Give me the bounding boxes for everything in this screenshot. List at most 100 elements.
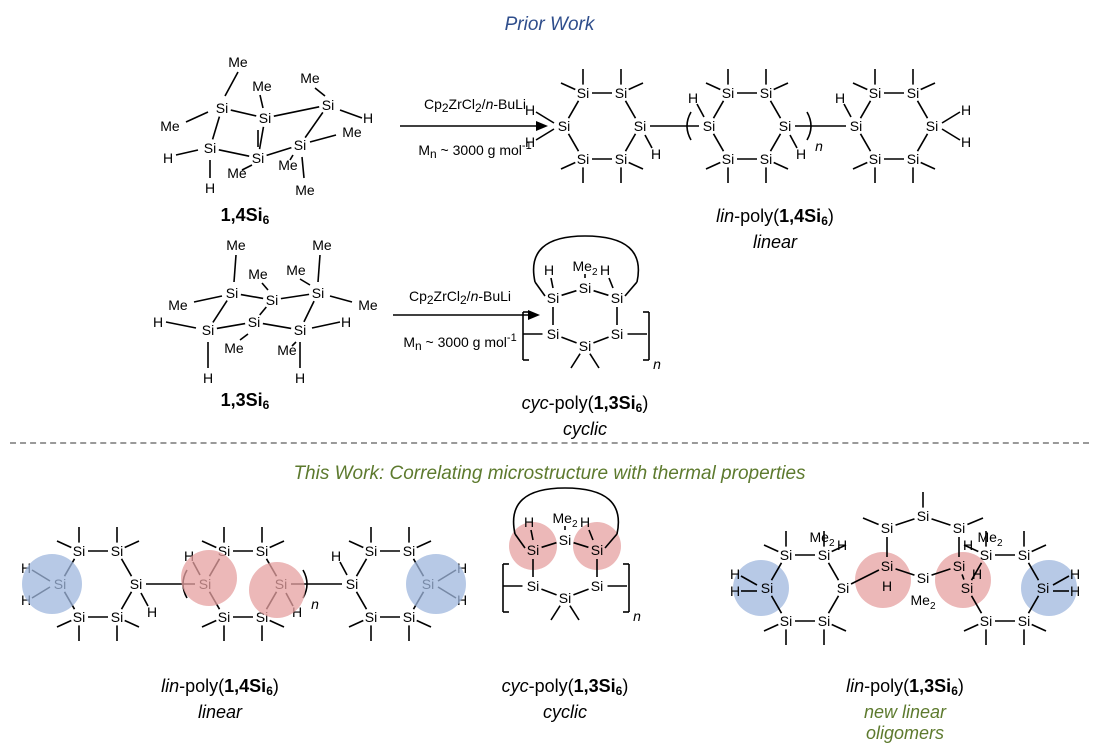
- si-atom: Si: [953, 558, 965, 574]
- methyl-stub: [124, 619, 140, 628]
- si-atom: Si: [248, 314, 260, 330]
- bond: [608, 277, 614, 289]
- si-si-bond: [931, 568, 951, 576]
- section-divider: [10, 442, 1089, 444]
- si-atom: Si: [722, 85, 734, 101]
- bond: [941, 128, 961, 141]
- si-si-bond: [827, 595, 840, 614]
- si-si-bond: [120, 558, 133, 577]
- si-atom: Si: [634, 118, 646, 134]
- methyl-stub: [628, 82, 644, 91]
- si-si-bond: [593, 336, 609, 344]
- bond: [740, 575, 758, 586]
- bracket-right: [806, 111, 812, 141]
- bond: [1052, 575, 1070, 586]
- si-si-bond: [567, 133, 580, 152]
- methyl-stub: [201, 619, 217, 628]
- reaction-conditions-bottom: Cp2ZrCl2/n-BuLi: [380, 288, 540, 307]
- h-atom: H: [882, 578, 892, 594]
- methyl-stub: [831, 623, 847, 632]
- si-si-bond: [970, 562, 983, 581]
- repeat-n: n: [311, 596, 319, 612]
- bond: [514, 533, 526, 549]
- si-atom: Si: [216, 100, 228, 116]
- me-group: Me: [358, 297, 378, 313]
- me-group: Me: [168, 297, 188, 313]
- me-group: Me: [226, 237, 246, 253]
- si-atom: Si: [547, 326, 559, 342]
- bond: [140, 592, 149, 607]
- me-group: Me: [252, 78, 272, 94]
- methyl-stub: [967, 517, 984, 526]
- bond: [309, 134, 337, 143]
- caption-lin14-new-desc: linear: [197, 702, 243, 722]
- me2-group: Me2: [809, 529, 834, 549]
- si-si-bond: [266, 146, 292, 157]
- me2-group: Me2: [572, 258, 597, 278]
- si-si-bond: [770, 595, 783, 614]
- si-si-bond: [541, 541, 557, 549]
- bond: [193, 295, 223, 303]
- methyl-stub: [705, 161, 721, 170]
- bond: [224, 71, 239, 97]
- si-atom: Si: [703, 118, 715, 134]
- caption-cyc13-prior: cyc-poly(1,3Si6) cyclic: [460, 393, 710, 440]
- si-atom: Si: [611, 326, 623, 342]
- methyl-stub: [763, 544, 779, 553]
- methyl-stub: [124, 540, 140, 549]
- si-atom: Si: [547, 290, 559, 306]
- si-si-bond: [259, 306, 267, 316]
- me-group: Me: [278, 157, 298, 173]
- h-atom: H: [961, 134, 971, 150]
- h-atom: H: [972, 566, 982, 582]
- si-atom: Si: [130, 576, 142, 592]
- si-si-bond: [573, 541, 589, 549]
- methyl-stub: [560, 82, 576, 91]
- cyclic-backbone: [512, 487, 620, 535]
- bond: [289, 154, 294, 161]
- si-si-bond: [895, 518, 915, 526]
- si-atom: Si: [403, 609, 415, 625]
- si-atom: Si: [226, 285, 238, 301]
- methyl-stub: [416, 540, 432, 549]
- si-si-bond: [916, 133, 929, 152]
- caption-cyc13-prior-desc: cyclic: [563, 419, 607, 439]
- si-atom: Si: [780, 547, 792, 563]
- bond: [241, 164, 253, 171]
- methyl-stub: [773, 161, 789, 170]
- si-atom: Si: [259, 110, 271, 126]
- si-atom: Si: [559, 590, 571, 606]
- h-atom: H: [21, 560, 31, 576]
- bond: [941, 111, 961, 124]
- si-atom: Si: [1018, 613, 1030, 629]
- si-atom: Si: [365, 609, 377, 625]
- si-si-bond: [258, 126, 265, 150]
- si-atom: Si: [881, 558, 893, 574]
- reaction-arrow-top-head: [536, 121, 548, 131]
- me-group: Me: [312, 237, 332, 253]
- si-si-bond: [355, 558, 368, 577]
- methyl-stub: [1031, 623, 1047, 632]
- si-atom: Si: [953, 520, 965, 536]
- si-si-bond: [355, 591, 368, 610]
- si-atom: Si: [917, 570, 929, 586]
- si-atom: Si: [818, 547, 830, 563]
- caption-lin13-new-desc2: oligomers: [865, 723, 945, 743]
- mass-label-top: Mn ~ 3000 g mol-1: [418, 140, 532, 161]
- bond: [604, 533, 618, 549]
- methyl-stub: [705, 82, 721, 91]
- si-atom: Si: [961, 580, 973, 596]
- bond: [239, 333, 249, 341]
- si-atom: Si: [312, 285, 324, 301]
- bond: [259, 94, 264, 109]
- repeat-n: n: [815, 138, 823, 154]
- si-si-bond: [624, 133, 637, 152]
- h-atom: H: [837, 537, 847, 553]
- si-atom: Si: [615, 151, 627, 167]
- methyl-stub: [201, 540, 217, 549]
- h-atom: H: [331, 548, 341, 564]
- me2-group: Me2: [977, 529, 1002, 549]
- methyl-stub: [569, 605, 580, 621]
- si-si-bond: [561, 289, 577, 297]
